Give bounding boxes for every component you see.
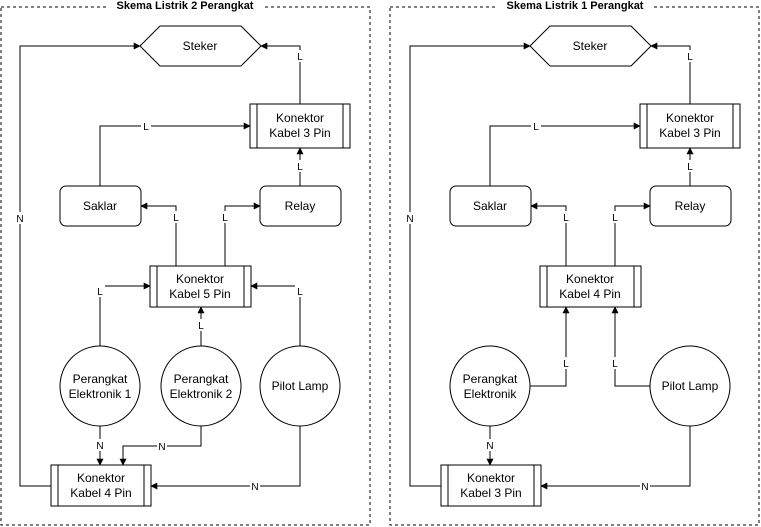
node-label: Relay [285,199,316,213]
saklar-node: Saklar [59,185,142,227]
wire-konektor3-steker-neutral [409,42,531,487]
wire-pilotlamp-konektor4 [150,426,301,490]
node-label: Pilot Lamp [662,379,719,393]
node-label: Kabel 3 Pin [659,126,720,140]
edge-label: L [533,122,539,133]
node-label: Perangkat [463,372,518,386]
edge-labels: L L L L L L L N N N [405,50,695,493]
diagram-title: Skema Listrik 2 Perangkat [117,0,254,12]
steker-node: Steker [529,25,652,67]
konektor-kabel-4pin-node: Konektor Kabel 4 Pin [539,265,642,308]
edge-label: L [612,359,618,370]
node-label: Perangkat [174,372,229,386]
node-label: Konektor [566,272,614,286]
node-label: Kabel 4 Pin [70,486,131,500]
edge-label: L [198,321,204,332]
wire-konektor4-saklar [530,202,567,266]
node-label: Pilot Lamp [272,379,329,393]
diagram-one-device: Skema Listrik 1 Perangkat L L L L L L L … [389,0,760,526]
node-label: Kabel 5 Pin [169,287,230,301]
konektor-kabel-5pin-node: Konektor Kabel 5 Pin [149,265,252,308]
edge-label: L [297,162,303,173]
saklar-node: Saklar [449,185,532,227]
edge-label: N [251,482,258,493]
edge-label: L [687,52,693,63]
wire-saklar-konektor3 [99,122,251,186]
node-label: Konektor [276,111,324,125]
pilot-lamp-node: Pilot Lamp [649,345,731,427]
edge-label: L [222,213,228,224]
edge-label: N [406,214,413,225]
edge-label: L [687,162,693,173]
wire-konektor5-relay [224,202,261,266]
wire-pilotlamp-konektor5 [250,282,301,346]
konektor-kabel-3pin-node: Konektor Kabel 3 Pin [249,103,351,149]
konektor-kabel-3pin-bottom-node: Konektor Kabel 3 Pin [440,464,542,507]
node-label: Kabel 3 Pin [460,486,521,500]
perangkat-elektronik-2-node: Perangkat Elektronik 2 [160,345,242,427]
node-label: Kabel 4 Pin [559,287,620,301]
node-label: Konektor [176,272,224,286]
edge-label: L [143,122,149,133]
perangkat-elektronik-1-node: Perangkat Elektronik 1 [59,345,141,427]
konektor-kabel-4pin-node: Konektor Kabel 4 Pin [50,464,152,507]
wire-pilotlamp-konektor3 [540,426,691,490]
edge-label: L [612,213,618,224]
node-label: Elektronik 2 [170,387,233,401]
diagram-frame [389,6,760,526]
wire-konektor3-steker [650,42,691,104]
diagram-frame [0,6,371,526]
wire-device1-konektor5 [99,282,151,346]
wire-konektor4-relay [614,202,651,266]
wire-saklar-konektor3 [489,122,641,186]
diagram-two-devices: Skema Listrik 2 Perangkat L L L L L L L … [0,0,371,526]
node-label: Saklar [473,199,507,213]
edge-label: L [173,213,179,224]
relay-node: Relay [259,185,342,227]
relay-node: Relay [649,185,732,227]
konektor-kabel-3pin-node: Konektor Kabel 3 Pin [639,103,741,149]
wire-pilotlamp-konektor4 [611,306,651,387]
perangkat-elektronik-node: Perangkat Elektronik [449,345,531,427]
node-label: Perangkat [73,372,128,386]
node-label: Kabel 3 Pin [269,126,330,140]
edge-label: L [97,287,103,298]
wire-device-konektor4 [529,306,570,387]
node-label: Konektor [666,111,714,125]
node-label: Relay [675,199,706,213]
edge-label: L [563,359,569,370]
edge-label: L [297,287,303,298]
node-label: Steker [183,39,218,53]
pilot-lamp-node: Pilot Lamp [259,345,341,427]
edge-label: N [16,214,23,225]
edge-labels: L L L L L L L L N N N N [15,50,305,493]
diagram-title: Skema Listrik 1 Perangkat [507,0,644,12]
edge-label: N [158,442,165,453]
edge-label: L [563,213,569,224]
node-label: Elektronik [464,387,518,401]
node-label: Saklar [83,199,117,213]
wire-konektor5-saklar [140,202,177,266]
node-label: Elektronik 1 [69,387,132,401]
node-label: Steker [573,39,608,53]
edge-label: N [486,441,493,452]
node-label: Konektor [77,471,125,485]
edge-label: L [297,52,303,63]
steker-node: Steker [139,25,262,67]
edge-label: N [641,482,648,493]
node-label: Konektor [467,471,515,485]
wire-konektor4-steker [19,42,141,487]
wire-konektor3-steker [260,42,301,104]
edge-label: N [96,441,103,452]
